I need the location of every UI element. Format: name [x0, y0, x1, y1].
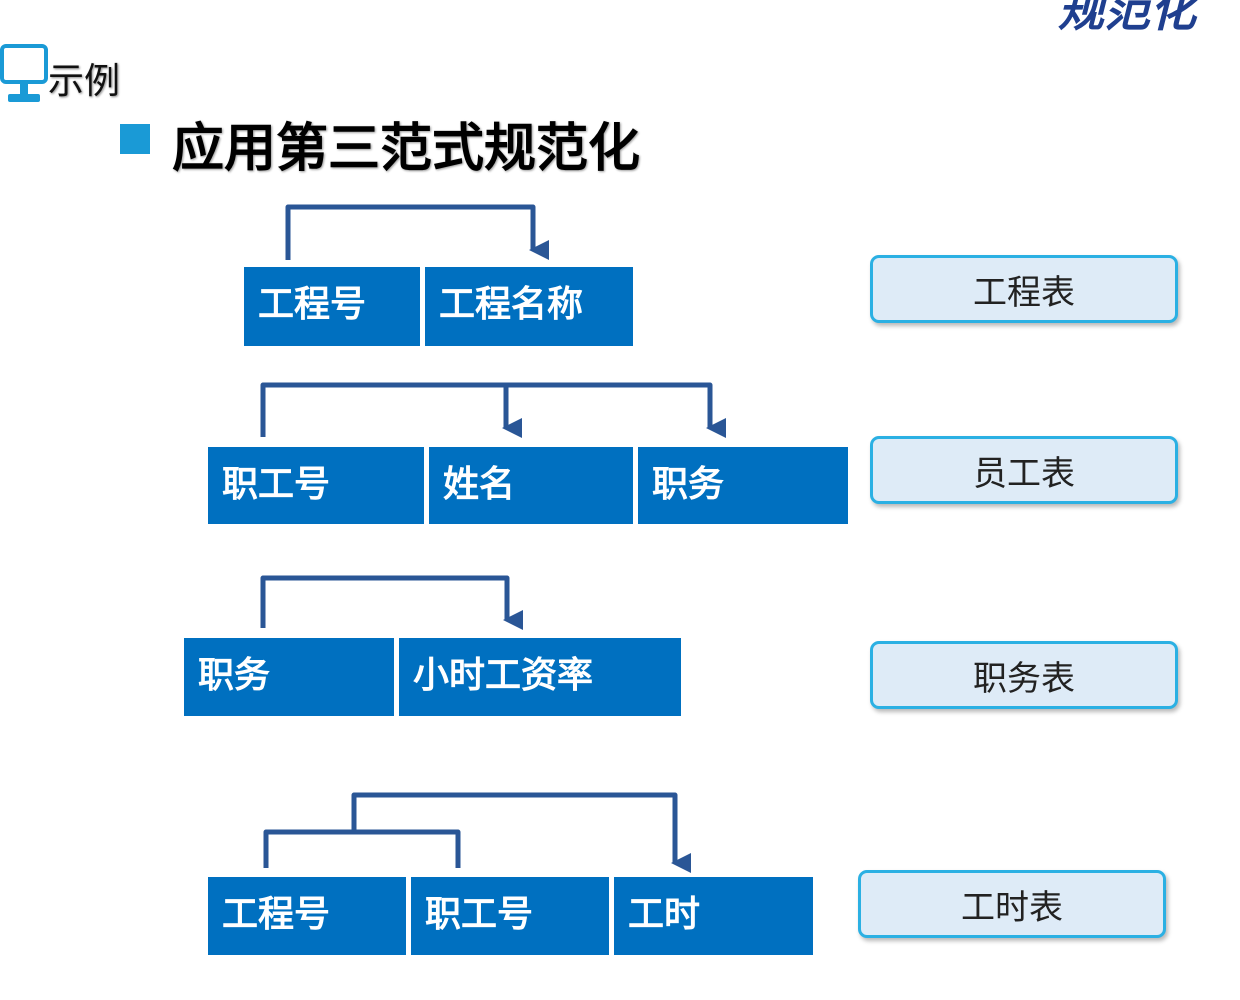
page-title: 应用第三范式规范化 [172, 119, 641, 179]
field-cell-employee-id: 职工号 [208, 447, 424, 524]
fd-arrow-employee-trunk [260, 382, 726, 438]
fd-arrow-hours [351, 792, 691, 873]
fd-arrow-project-name [285, 204, 549, 260]
table-name-box-project: 工程表 [870, 255, 1178, 323]
field-cell-hours-employee-id: 职工号 [411, 877, 609, 955]
section-label: 示例 [48, 61, 121, 102]
fd-arrow-composite-key [263, 829, 461, 868]
header-title-fragment: 规范化 [1058, 0, 1196, 37]
table-name-box-hours: 工时表 [858, 870, 1166, 938]
field-cell-project-name: 工程名称 [425, 267, 633, 346]
field-cell-employee-name: 姓名 [429, 447, 633, 524]
field-cell-employee-job: 职务 [638, 447, 848, 524]
field-cell-hours: 工时 [614, 877, 813, 955]
table-name-box-job: 职务表 [870, 641, 1178, 709]
fd-arrow-job-rate [260, 575, 523, 630]
field-cell-hourly-rate: 小时工资率 [399, 638, 681, 716]
bullet-square [120, 124, 150, 154]
table-name-box-employee: 员工表 [870, 436, 1178, 504]
field-cell-hours-project-id: 工程号 [208, 877, 406, 955]
monitor-icon [0, 44, 48, 102]
field-cell-job: 职务 [184, 638, 394, 716]
field-cell-project-id: 工程号 [244, 267, 420, 346]
